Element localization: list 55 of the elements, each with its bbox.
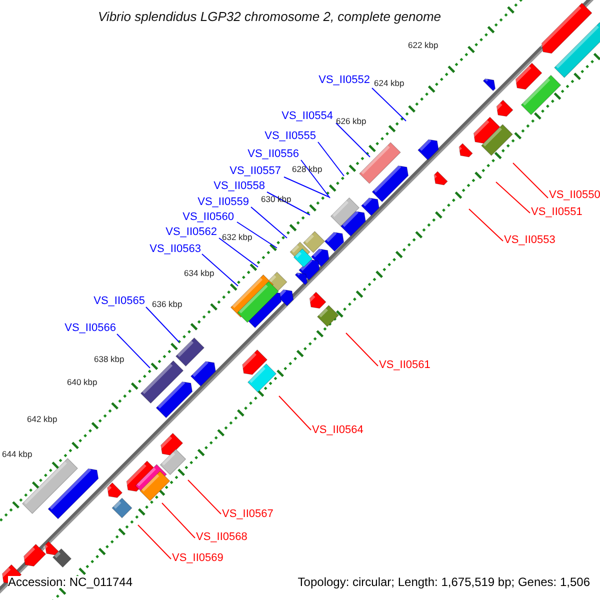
gene-label: VS_II0552 [318,75,370,86]
leader-line [336,122,370,158]
gene-label: VS_II0561 [379,360,430,371]
genome-stats-label: Topology: circular; Length: 1,675,519 bp; Genes: 1,506 [298,576,590,588]
leader-line [116,334,150,368]
leader-line [202,254,238,286]
gene-label: VS_II0566 [64,323,116,334]
gene-label: VS_II0564 [312,425,364,436]
leader-line [318,142,344,176]
scale-label: 642 kbp [27,415,58,424]
gene-label: VS_II0556 [248,149,299,160]
scale-label: 644 kbp [2,450,32,458]
gene-label: VS_II0550 [549,190,600,201]
scale-label: 630 kbp [261,195,292,204]
leader-line [266,192,310,216]
gene-label: VS_II0567 [222,509,274,520]
scale-label: 626 kbp [336,117,366,126]
leader-line [146,306,180,342]
scale-label: 636 kbp [152,300,182,308]
scale-label: 632 kbp [222,233,252,242]
scale-label: 624 kbp [374,79,404,88]
gene-label: VS_II0551 [531,207,582,218]
leader-line [162,502,196,538]
gene-label: VS_II0557 [230,166,281,177]
scale-label: 638 kbp [94,355,124,364]
leader-line [300,160,330,198]
leader-line [512,162,548,198]
leader-line [372,88,406,122]
leader-line [496,182,530,214]
leader-line [278,396,312,430]
scale-label: 622 kbp [408,41,438,50]
leader-line [284,176,330,198]
title: Vibrio splendidus LGP32 chromosome 2, complete genome [98,10,442,23]
scale-label: 628 kbp [292,165,322,174]
gene-label: VS_II0553 [504,235,556,246]
gene-label: VS_II0555 [264,131,316,142]
gene-label: VS_II0563 [150,244,201,255]
scale-label: 634 kbp [184,269,214,278]
gene-label: VS_II0562 [166,227,217,238]
leader-line [346,332,378,366]
leader-line [188,480,222,514]
leader-line [468,208,504,242]
gene-label: VS_II0558 [214,181,265,192]
leader-line [250,206,288,238]
gene-label: VS_II0560 [182,212,234,223]
gene-label: VS_II0568 [196,532,248,543]
leader-line [236,222,278,248]
scale-label: 640 kbp [67,378,98,386]
gene-label: VS_II0569 [172,553,224,564]
leader-line [138,524,172,560]
leader-line [218,238,258,268]
gene-label: VS_II0554 [282,111,333,122]
gene-label: VS_II0565 [94,296,145,307]
accession-label: Accession: NC_011744 [8,576,133,588]
gene-label: VS_II0559 [198,197,249,208]
